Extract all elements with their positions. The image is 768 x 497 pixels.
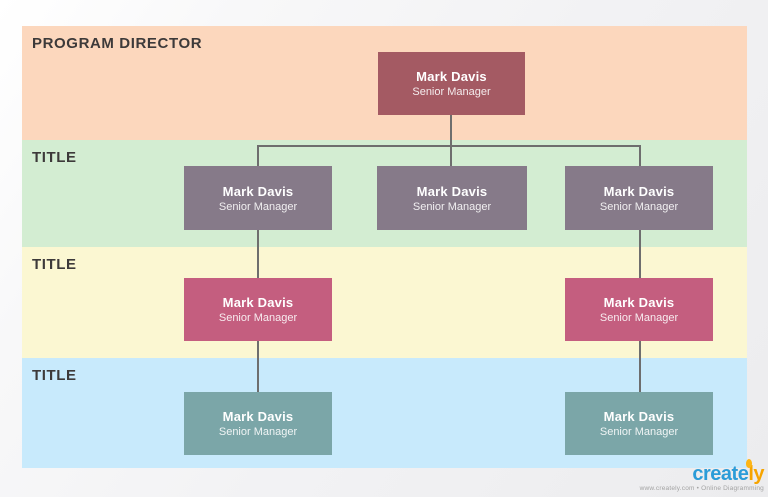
- node-title: Senior Manager: [599, 312, 679, 324]
- logo-text-orange: ly: [748, 462, 764, 485]
- creately-branding[interactable]: creately www.creately.com • Online Diagr…: [639, 458, 764, 493]
- org-node-row3-left[interactable]: Mark Davis Senior Manager: [184, 278, 332, 341]
- lane-label: PROGRAM DIRECTOR: [32, 35, 203, 52]
- creately-logo: creately: [692, 458, 764, 485]
- branding-tagline: www.creately.com • Online Diagramming: [639, 484, 764, 492]
- org-node-root[interactable]: Mark Davis Senior Manager: [378, 52, 525, 115]
- connector-root-drop: [450, 115, 452, 147]
- org-node-row4-left[interactable]: Mark Davis Senior Manager: [184, 392, 332, 455]
- org-node-row2-center[interactable]: Mark Davis Senior Manager: [377, 166, 527, 230]
- org-node-row2-left[interactable]: Mark Davis Senior Manager: [184, 166, 332, 230]
- connector-horizontal-bus: [257, 145, 641, 147]
- node-title: Senior Manager: [599, 200, 679, 213]
- connector-right-row3-row4: [639, 340, 641, 393]
- node-title: Senior Manager: [218, 426, 298, 438]
- connector-left-row3-row4: [257, 340, 259, 393]
- node-name: Mark Davis: [222, 183, 294, 199]
- org-node-row2-right[interactable]: Mark Davis Senior Manager: [565, 166, 713, 230]
- lane-label: TITLE: [32, 367, 77, 384]
- org-node-row4-right[interactable]: Mark Davis Senior Manager: [565, 392, 713, 455]
- connector-drop-left: [257, 145, 259, 167]
- node-title: Senior Manager: [218, 200, 298, 213]
- node-title: Senior Manager: [218, 312, 298, 324]
- logo-text-blue: create: [692, 462, 749, 485]
- node-name: Mark Davis: [416, 69, 487, 84]
- node-name: Mark Davis: [222, 409, 294, 424]
- node-title: Senior Manager: [599, 426, 679, 438]
- lightbulb-icon: [746, 458, 752, 468]
- node-name: Mark Davis: [603, 295, 675, 310]
- node-name: Mark Davis: [416, 183, 488, 199]
- connector-right-row2-row3: [639, 229, 641, 279]
- lane-label: TITLE: [32, 149, 77, 166]
- connector-left-row2-row3: [257, 229, 259, 279]
- org-node-row3-right[interactable]: Mark Davis Senior Manager: [565, 278, 713, 341]
- node-name: Mark Davis: [603, 183, 675, 199]
- node-name: Mark Davis: [603, 409, 675, 424]
- node-title: Senior Manager: [412, 86, 491, 98]
- node-title: Senior Manager: [412, 200, 492, 213]
- node-name: Mark Davis: [222, 295, 294, 310]
- connector-drop-right: [639, 145, 641, 167]
- connector-drop-center: [450, 145, 452, 167]
- lane-label: TITLE: [32, 256, 77, 273]
